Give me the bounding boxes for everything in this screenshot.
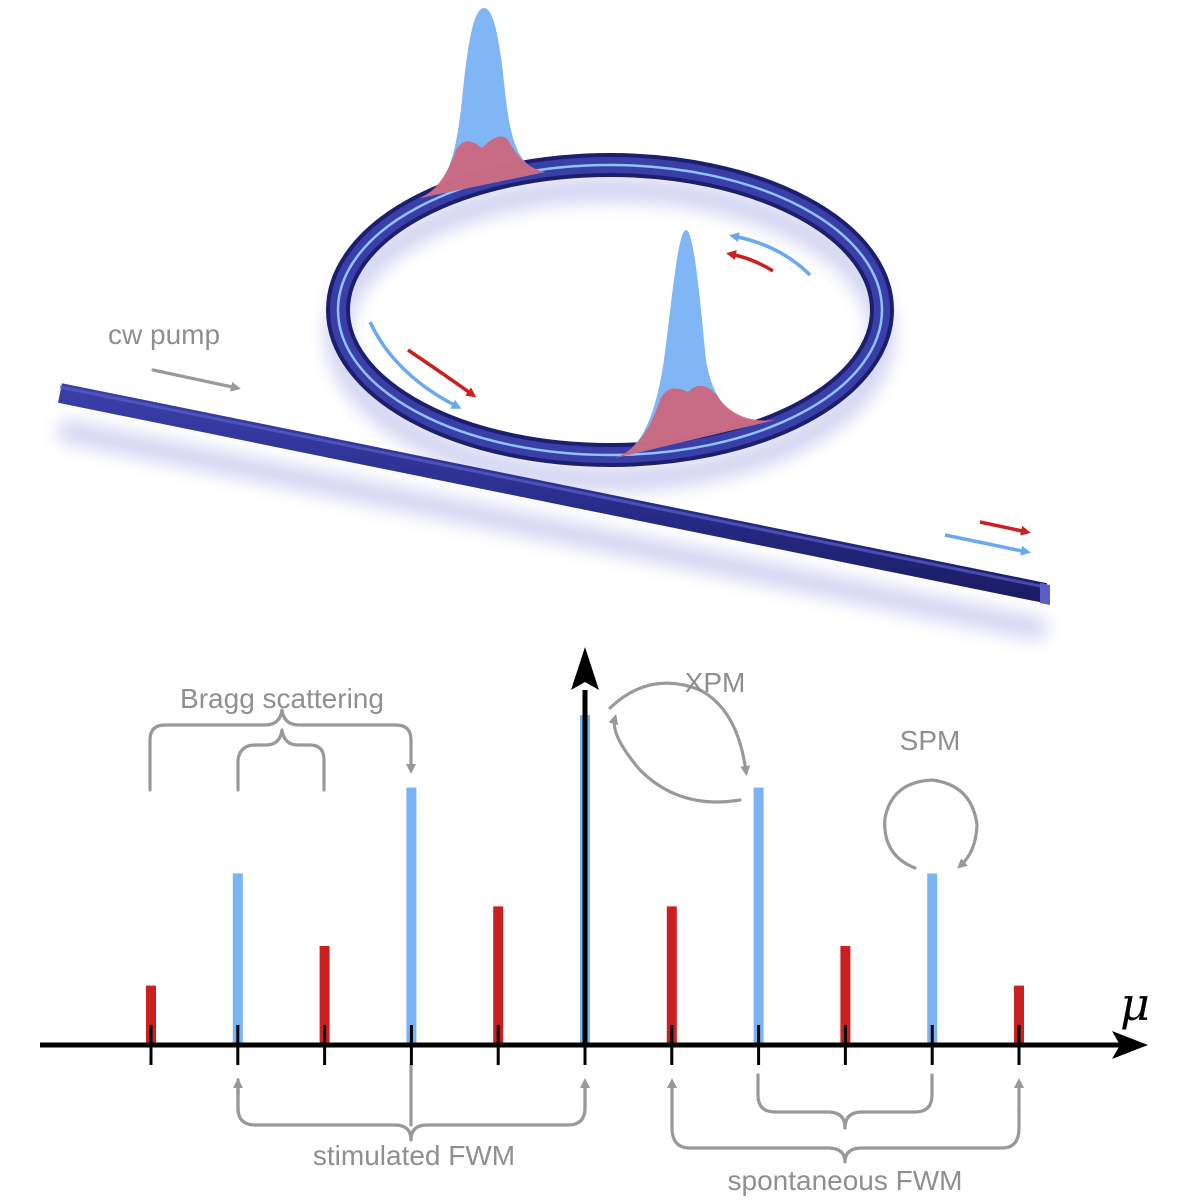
spontaneous-brace: [670, 1108, 1021, 1164]
bragg-brace: [148, 708, 416, 792]
waveguide-shadow: [57, 419, 1048, 641]
xpm-label: XPM: [685, 667, 746, 698]
soliton-pulse-back: [420, 8, 545, 198]
blue-output-arrow: [944, 533, 1031, 556]
comb-line-red-mu5: [1014, 985, 1024, 1045]
ring-shadow: [326, 177, 894, 491]
comb-line-red-mu-3: [319, 946, 330, 1045]
pump-arrow: [151, 368, 241, 392]
comb-line-blue-mu-2: [406, 787, 417, 1045]
red-output-arrow: [979, 520, 1031, 536]
annotation-arrows: [148, 681, 1024, 1164]
xpm-arrow-back: [608, 714, 742, 804]
soliton-pulse-front: [615, 230, 775, 458]
spm-loop: [883, 778, 979, 870]
comb-line-red-mu-1: [493, 906, 504, 1045]
red-circulation-arrow-right: [726, 250, 774, 273]
comb-line-red-mu3: [840, 946, 851, 1045]
spont-inner-brace: [756, 1073, 934, 1130]
axis-ticks: [149, 1025, 1021, 1065]
spontaneous-fwm-label: spontaneous FWM: [728, 1165, 963, 1196]
stimulated-fwm-label: stimulated FWM: [313, 1140, 515, 1171]
red-circulation-arrow-left: [407, 348, 477, 398]
waveguide-illustration: cw pump: [57, 8, 1050, 641]
comb-line-red-mu-5: [146, 985, 156, 1045]
mu-axis-label: μ: [1120, 977, 1150, 1031]
comb-line-blue-mu2: [753, 787, 764, 1045]
comb-line-blue-mu4: [927, 873, 938, 1045]
bragg-label: Bragg scattering: [180, 683, 384, 714]
blue-circulation-arrow-left: [368, 321, 462, 409]
spectrum-chart: μ Bragg scattering XPM SPM stimulated FW…: [40, 647, 1150, 1196]
pump-label: cw pump: [108, 319, 220, 350]
xpm-arrow-forward: [608, 681, 751, 776]
bus-waveguide-highlight: [59, 385, 1046, 589]
stimulated-brace: [236, 1088, 587, 1142]
ring-resonator-top: [330, 157, 890, 463]
power-axis-arrowhead: [571, 647, 599, 690]
ring-light-path: [336, 163, 884, 457]
mu-axis-arrowhead: [1112, 1031, 1148, 1059]
comb-line-blue-mu-4: [232, 873, 243, 1045]
bragg-inner-brace: [236, 728, 326, 792]
comb-line-red-mu1: [666, 906, 677, 1045]
spm-label: SPM: [900, 725, 961, 756]
waveguide-end-facet: [1040, 583, 1050, 605]
blue-circulation-arrow-right: [729, 232, 812, 277]
bus-waveguide: [58, 383, 1047, 603]
